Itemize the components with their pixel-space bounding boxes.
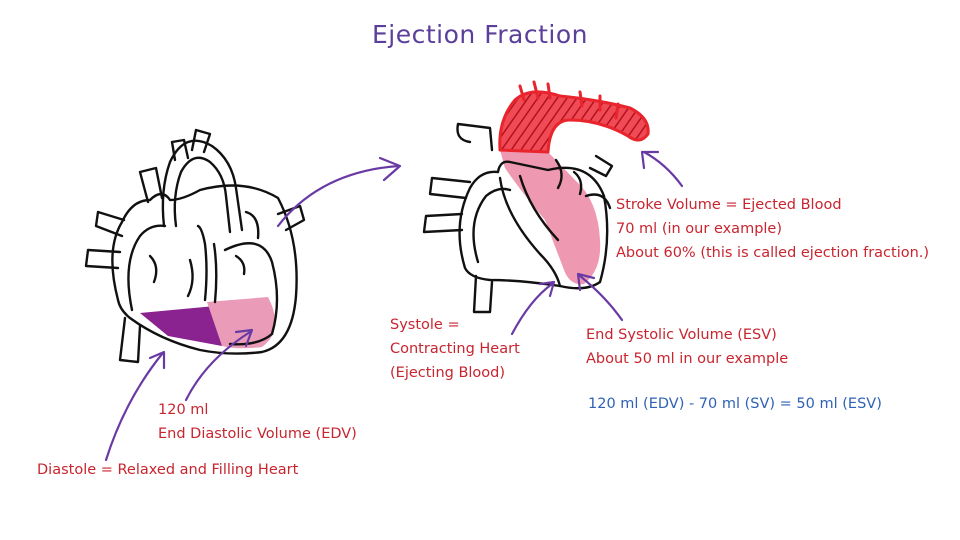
diastole-text: Diastole = Relaxed and Filling Heart [37, 462, 299, 478]
esv-label: End Systolic Volume (ESV) About 50 ml in… [586, 323, 788, 371]
esv-blood [500, 145, 601, 285]
stroke-volume-line-3: About 60% (this is called ejection fract… [616, 245, 930, 261]
stroke-volume-line-2: 70 ml (in our example) [616, 221, 783, 237]
aorta-ejected-blood [498, 90, 650, 154]
volume-equation: 120 ml (EDV) - 70 ml (SV) = 50 ml (ESV) [588, 396, 882, 412]
systole-label: Systole = Contracting Heart (Ejecting Bl… [390, 313, 520, 385]
systole-heart [422, 80, 650, 314]
edv-name-text: End Diastolic Volume (EDV) [158, 426, 357, 442]
page-title: Ejection Fraction [372, 20, 588, 49]
arrows [104, 150, 684, 462]
transition-arrow [276, 164, 400, 228]
edv-label: 120 ml End Diastolic Volume (EDV) [158, 398, 357, 446]
diastole-heart [84, 128, 306, 364]
stroke-volume-label: Stroke Volume = Ejected Blood 70 ml (in … [616, 193, 929, 265]
edv-blood-dark [140, 306, 222, 346]
systole-line-3: (Ejecting Blood) [390, 365, 506, 381]
esv-volume-text: About 50 ml in our example [586, 351, 789, 367]
stroke-volume-line-1: Stroke Volume = Ejected Blood [616, 197, 842, 213]
systole-line-1: Systole = [390, 317, 460, 333]
edv-volume-text: 120 ml [158, 402, 209, 418]
esv-name-text: End Systolic Volume (ESV) [586, 327, 777, 343]
systole-line-2: Contracting Heart [390, 341, 520, 357]
edv-blood-light [207, 297, 276, 349]
diastole-label: Diastole = Relaxed and Filling Heart [37, 458, 298, 482]
